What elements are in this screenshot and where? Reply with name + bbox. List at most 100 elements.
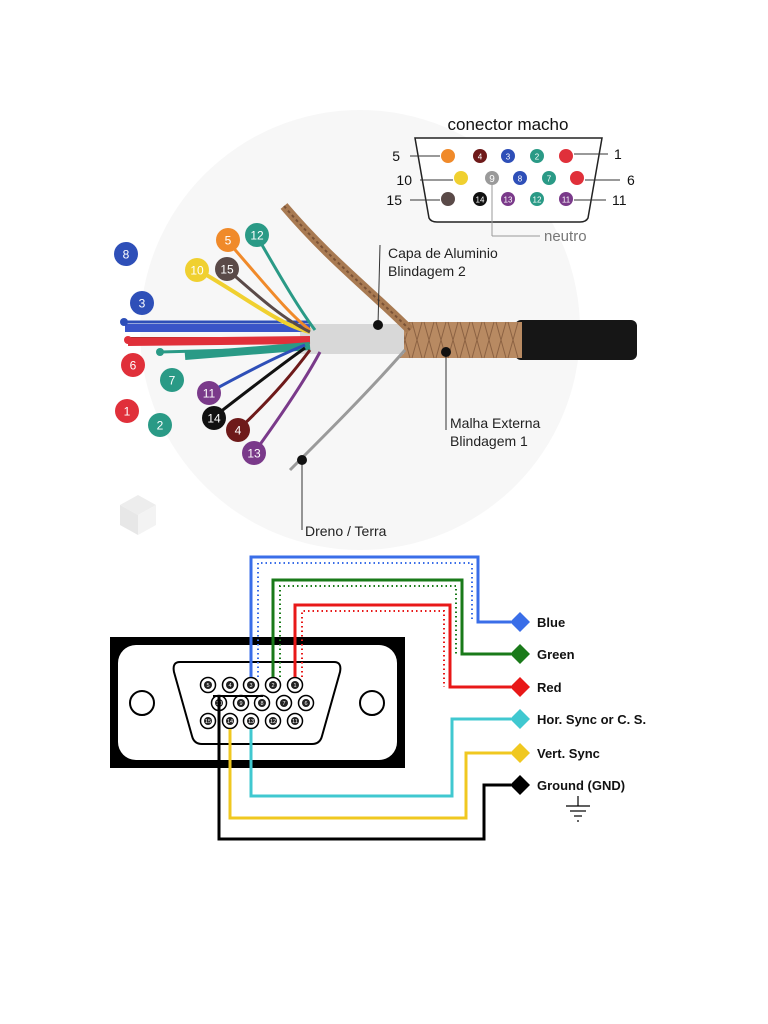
schematic-pin-label: 4 [228, 683, 231, 689]
schematic-wire-2 [271, 578, 511, 677]
signal-5: Vert. Sync [510, 743, 600, 763]
wire-marker-number: 3 [139, 297, 146, 311]
schematic-pin-label: 5 [206, 683, 209, 689]
connector-pin-9 [485, 171, 499, 185]
wire-13 [254, 351, 322, 451]
connector-side-label: 1 [614, 146, 622, 162]
wire-5 [228, 243, 311, 332]
schematic-pin-label: 8 [260, 701, 263, 707]
wire-marker-10: 10 [185, 258, 209, 282]
connector-title: conector macho [448, 115, 569, 134]
signal-diamond-icon [510, 644, 530, 664]
outer-cable-jacket [515, 320, 637, 360]
wire-marker-circle [115, 399, 139, 423]
capa-dot [373, 320, 383, 330]
wire-marker-number: 7 [169, 374, 176, 388]
connector-side-label: 10 [396, 172, 412, 188]
wire-marker-circle [242, 441, 266, 465]
wire-marker-13: 13 [242, 441, 266, 465]
malha-label-line2: Blindagem 1 [450, 433, 528, 449]
malha-label-line1: Malha Externa [450, 415, 540, 431]
wire-marker-number: 4 [235, 424, 242, 438]
connector-pin-15 [441, 192, 455, 206]
schematic-wire-3 [293, 603, 511, 689]
schematic-pin-label: 9 [239, 701, 242, 707]
dreno-dot [297, 455, 307, 465]
schematic-wire-return-2 [279, 585, 457, 677]
wire-marker-8: 8 [114, 242, 138, 266]
connector-pin-label: 4 [478, 153, 483, 162]
schematic-pin-label: 12 [270, 719, 276, 725]
neutral-label: neutro [544, 228, 587, 245]
wire-marker-15: 15 [215, 257, 239, 281]
wire-marker-1: 1 [115, 399, 139, 423]
wire-marker-7: 7 [160, 368, 184, 392]
wire-marker-3: 3 [130, 291, 154, 315]
wire-marker-number: 8 [123, 248, 130, 262]
wire-marker-number: 5 [225, 234, 232, 248]
watermark-cube-icon [120, 495, 156, 535]
connector-pin-8 [513, 171, 527, 185]
dreno-label: Dreno / Terra [305, 523, 387, 539]
wire-marker-number: 6 [130, 359, 137, 373]
connector-pin-10 [454, 171, 468, 185]
signal-diamond-icon [510, 612, 530, 632]
wire-15 [227, 268, 311, 334]
capa-label-line1: Capa de Aluminio [388, 245, 498, 261]
connector-side-label: 6 [627, 172, 635, 188]
signal-6: Ground (GND) [510, 775, 625, 795]
schematic-wire-return-3 [301, 610, 445, 687]
wire-marker-number: 1 [124, 405, 131, 419]
schematic-wire-4 [249, 717, 511, 798]
wire-marker-4: 4 [226, 418, 250, 442]
wire-4 [238, 349, 312, 430]
schematic-wire-6 [217, 696, 511, 841]
wire-marker-circle [148, 413, 172, 437]
signal-label: Green [537, 647, 575, 662]
connector-pin-label: 11 [562, 196, 571, 205]
signal-label: Vert. Sync [537, 746, 600, 761]
signal-2: Green [510, 644, 575, 664]
wire-marker-number: 15 [220, 263, 234, 277]
signal-diamond-icon [510, 775, 530, 795]
aluminium-foil [300, 324, 404, 354]
schematic-pin-label: 7 [282, 701, 285, 707]
connector-side-label: 11 [612, 192, 627, 208]
capa-leader [377, 244, 381, 326]
connector-pin-label: 7 [547, 175, 552, 184]
connector-pin-1 [559, 149, 573, 163]
wire-1-end [124, 336, 132, 344]
connector-side-label: 15 [386, 192, 402, 208]
signal-diamond-icon [510, 743, 530, 763]
connector-pin-5 [441, 149, 455, 163]
signal-4: Hor. Sync or C. S. [510, 709, 646, 729]
connector-pin-6 [570, 171, 584, 185]
wire-marker-12: 12 [245, 223, 269, 247]
signal-label: Hor. Sync or C. S. [537, 712, 646, 727]
connector-pin-14 [473, 192, 487, 206]
signal-3: Red [510, 677, 562, 697]
wire-marker-5: 5 [216, 228, 240, 252]
wire-marker-circle [114, 242, 138, 266]
wire-marker-circle [121, 353, 145, 377]
wire-marker-circle [215, 257, 239, 281]
connector-pin-label: 3 [506, 153, 511, 162]
wire-14 [214, 346, 306, 418]
schematic-pin-label: 1 [293, 683, 296, 689]
schematic-pin-label: 6 [304, 701, 307, 707]
connector-pin-label: 12 [533, 196, 542, 205]
wire-marker-2: 2 [148, 413, 172, 437]
wire-marker-circle [202, 406, 226, 430]
wire-marker-circle [130, 291, 154, 315]
schematic-pin-label: 2 [271, 683, 274, 689]
schematic-pin-label: 11 [292, 719, 298, 725]
wire-marker-number: 12 [250, 229, 264, 243]
connector-pin-11 [559, 192, 573, 206]
screw-hole-right [359, 690, 385, 716]
schematic-pin-label: 14 [227, 719, 233, 725]
wire-marker-number: 13 [247, 447, 261, 461]
